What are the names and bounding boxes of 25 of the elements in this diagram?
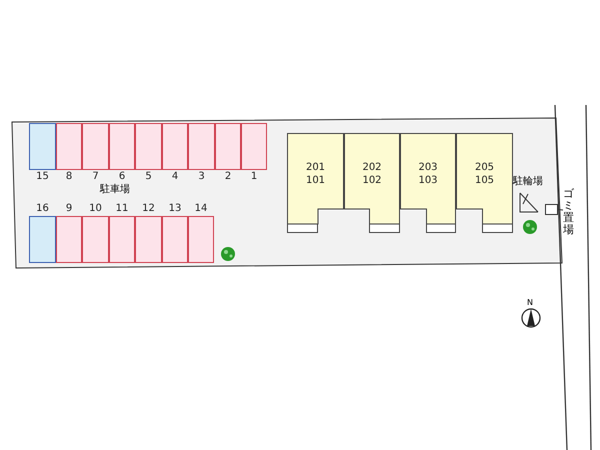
space-number: 14 — [194, 203, 208, 215]
space-number: 6 — [118, 171, 126, 183]
leader-line — [558, 209, 564, 210]
unit-number: 205 105 — [474, 161, 496, 187]
space-number: 11 — [114, 203, 130, 215]
unit-number: 202 102 — [361, 161, 383, 187]
unit-number: 203 103 — [417, 161, 439, 187]
compass-north-label: N — [527, 299, 533, 307]
area-label: ゴミ置場 — [563, 188, 574, 236]
unit-number: 201 101 — [304, 161, 326, 187]
space-number: 2 — [224, 171, 232, 183]
space-number: 1 — [250, 171, 258, 183]
space-number: 16 — [35, 203, 50, 215]
area-label: 駐輪場 — [513, 176, 543, 188]
space-number: 3 — [197, 171, 206, 183]
space-number: 12 — [141, 203, 156, 215]
space-number: 8 — [64, 171, 74, 183]
space-number: 13 — [168, 203, 182, 215]
area-label: 駐車場 — [100, 185, 130, 195]
space-number: 15 — [35, 171, 50, 183]
space-number: 7 — [91, 171, 100, 183]
space-number: 4 — [170, 171, 180, 183]
space-number: 10 — [88, 203, 103, 215]
space-number: 9 — [64, 203, 74, 215]
space-number: 5 — [144, 171, 153, 183]
